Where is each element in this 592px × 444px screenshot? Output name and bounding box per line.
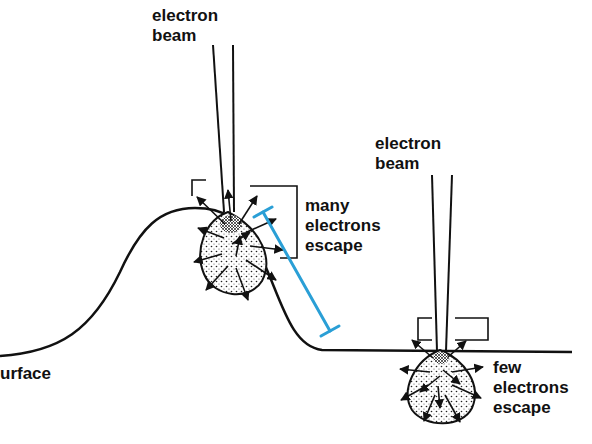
interaction-volume <box>408 350 475 423</box>
electron-arrow <box>239 196 257 224</box>
electron-arrow <box>206 266 228 290</box>
electron-arrow <box>197 197 225 224</box>
beam-edge <box>213 45 224 212</box>
interaction-volume <box>200 212 266 294</box>
electron-arrow <box>236 268 248 300</box>
electron-arrow <box>401 385 428 400</box>
electron-arrow <box>452 385 481 398</box>
electron-arrow <box>452 367 483 372</box>
electron-arrow <box>232 232 250 244</box>
beam-edge <box>446 175 452 351</box>
bracket <box>455 318 488 340</box>
label-text: urface <box>0 364 80 384</box>
electron-arrow <box>448 341 466 357</box>
marker-cap <box>254 207 272 217</box>
electron-arrow <box>424 395 435 421</box>
label-text: few electrons escape <box>493 358 588 418</box>
electron-arrow <box>420 376 440 392</box>
electron-arrows <box>400 340 483 422</box>
dense-core <box>433 352 449 364</box>
electron-arrow <box>246 260 276 280</box>
electron-arrow <box>445 395 460 422</box>
electron-arrow <box>438 386 440 408</box>
bracket <box>250 186 297 258</box>
electron-arrow <box>443 370 460 384</box>
electron-arrow <box>194 254 222 262</box>
label-text: electron beam <box>152 6 242 46</box>
label-text: electron beam <box>375 134 465 174</box>
electron-arrow <box>228 190 231 221</box>
beam-edge <box>233 45 234 212</box>
electron-arrows <box>194 190 283 300</box>
electron-arrow <box>198 228 224 238</box>
electron-arrow <box>250 246 283 250</box>
electron-arrow <box>412 340 433 358</box>
label-text: many electrons escape <box>305 196 400 256</box>
beam-edge <box>432 175 437 351</box>
sample-surface <box>0 208 572 356</box>
electron-arrow <box>400 369 430 372</box>
bracket <box>192 180 206 196</box>
bracket <box>418 318 432 340</box>
marker-cap <box>321 326 339 336</box>
